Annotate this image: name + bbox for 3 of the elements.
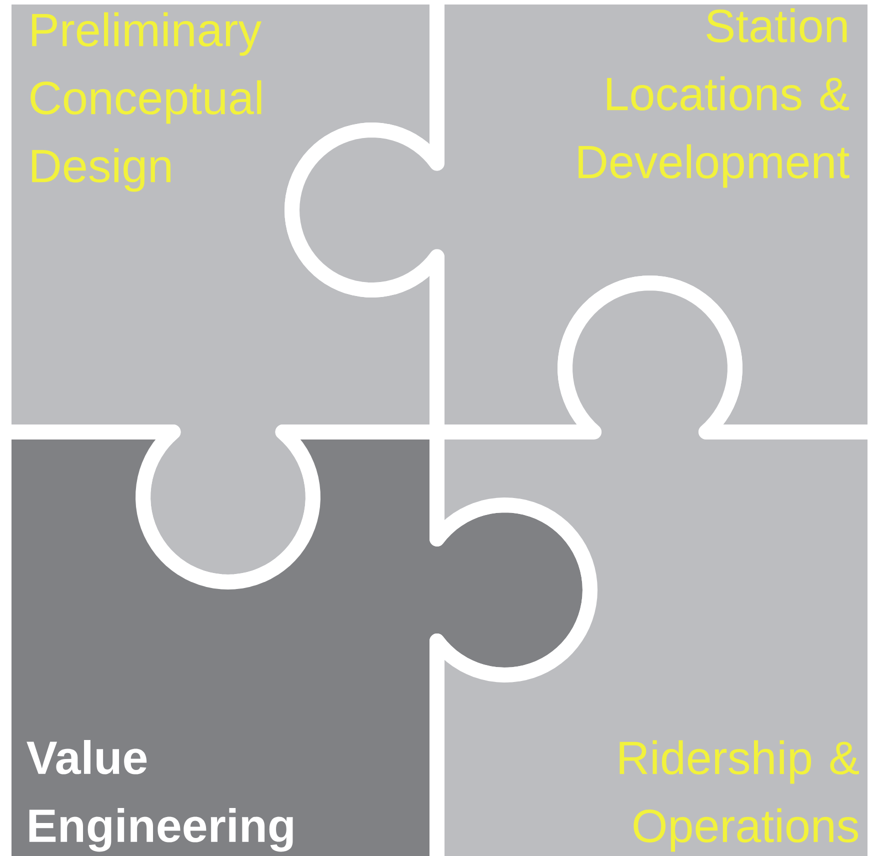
puzzle-piece: Ridership & Operations xyxy=(430,276,871,856)
node-label: Station Locations & Development xyxy=(578,8,850,188)
node-label: Ridership & Operations xyxy=(620,740,859,852)
